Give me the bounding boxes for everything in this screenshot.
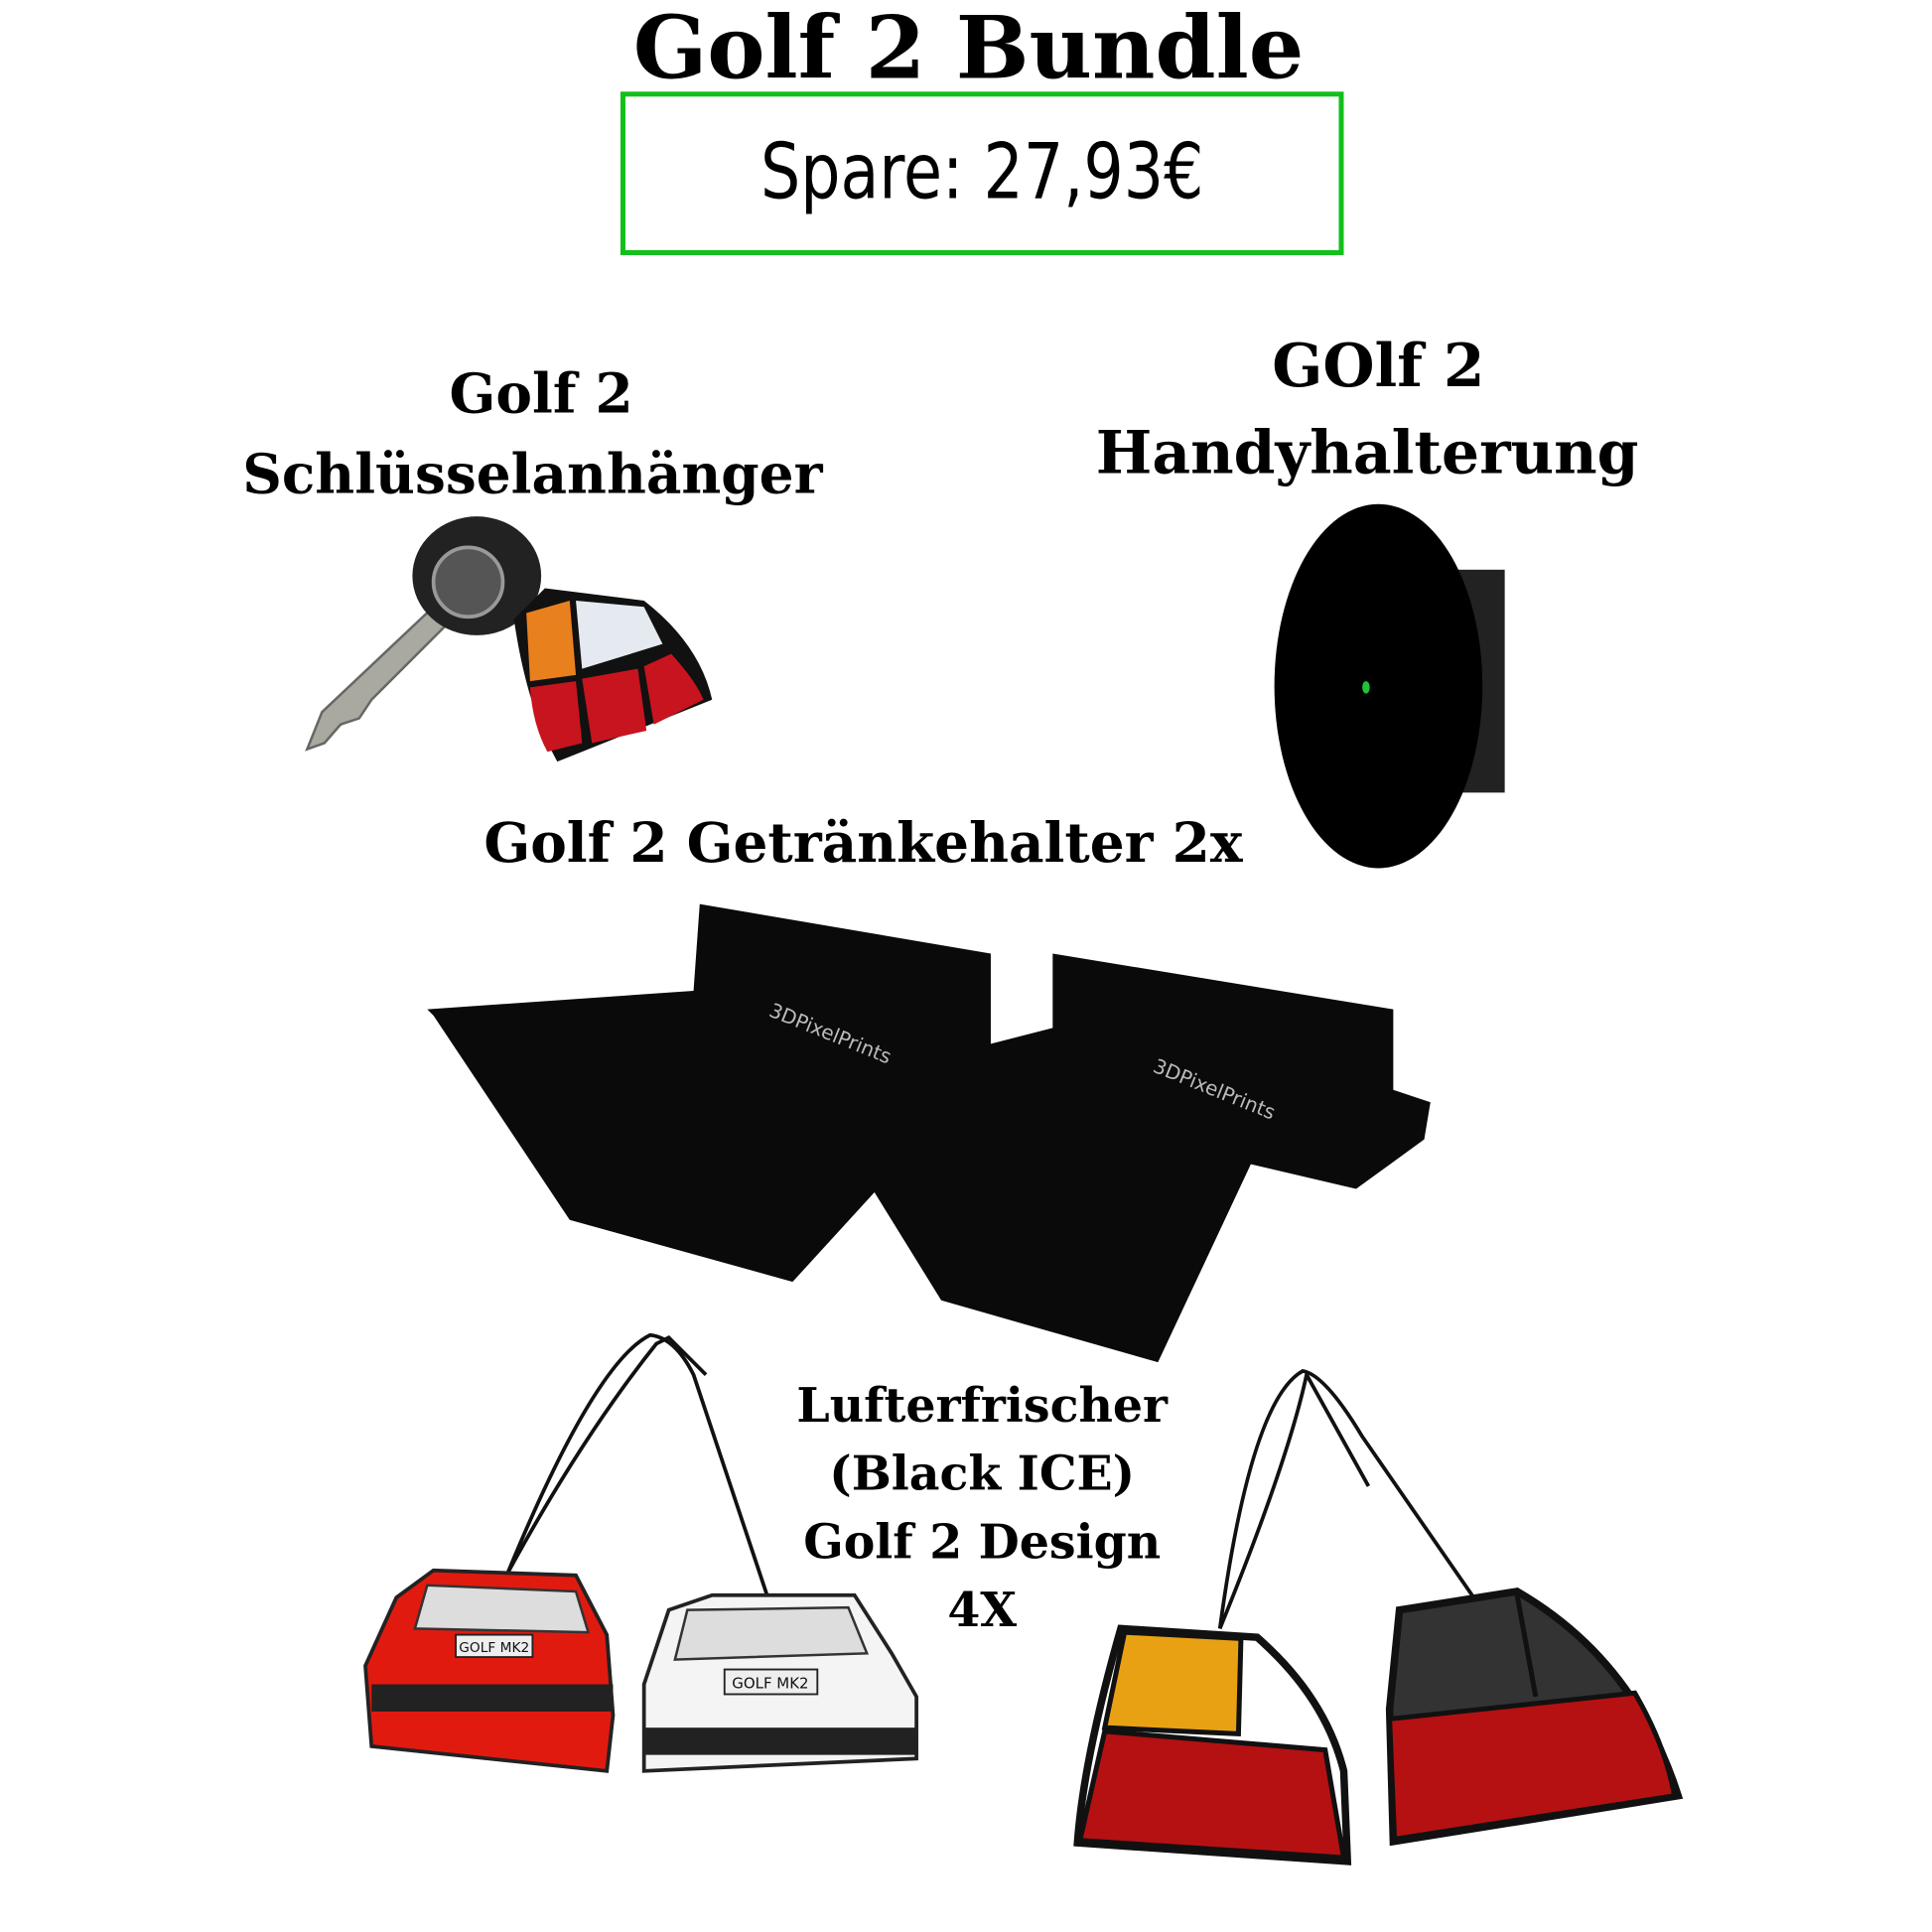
bundle-title: Golf 2 Bundle bbox=[633, 0, 1305, 99]
car-air-fresheners: GOLF MK2 GOLF MK2 bbox=[363, 1332, 918, 1773]
cup-holder-image: 3DPixelPrints 3DPixelPrints bbox=[427, 903, 1431, 1363]
air-freshener-line4: 4X bbox=[947, 1583, 1017, 1638]
air-freshener-line3: Golf 2 Design bbox=[803, 1514, 1161, 1570]
cup-holder-title: Golf 2 Getränkehalter 2x bbox=[483, 810, 1243, 875]
keychain-title-line1: Golf 2 bbox=[450, 360, 633, 425]
taillight-air-fresheners bbox=[1073, 1368, 1684, 1865]
phone-holder-image bbox=[1274, 503, 1505, 869]
savings-box bbox=[620, 91, 1344, 255]
air-freshener-line1: Lufterfrischer bbox=[796, 1378, 1169, 1434]
air-freshener-line2: (Black ICE) bbox=[829, 1447, 1135, 1502]
phone-holder-title-line1: GOlf 2 bbox=[1272, 332, 1484, 401]
keychain-image bbox=[305, 516, 713, 762]
plate-white-car: GOLF MK2 bbox=[732, 1674, 808, 1692]
air-freshener-title: Lufterfrischer (Black ICE) Golf 2 Design… bbox=[796, 1378, 1169, 1638]
keychain-title-line2: Schlüsselanhänger bbox=[242, 441, 823, 505]
plate-red-car: GOLF MK2 bbox=[459, 1640, 529, 1656]
phone-holder-title-line2: Handyhalterung bbox=[1096, 419, 1639, 488]
savings-text: Spare: 27,93€ bbox=[760, 126, 1203, 216]
